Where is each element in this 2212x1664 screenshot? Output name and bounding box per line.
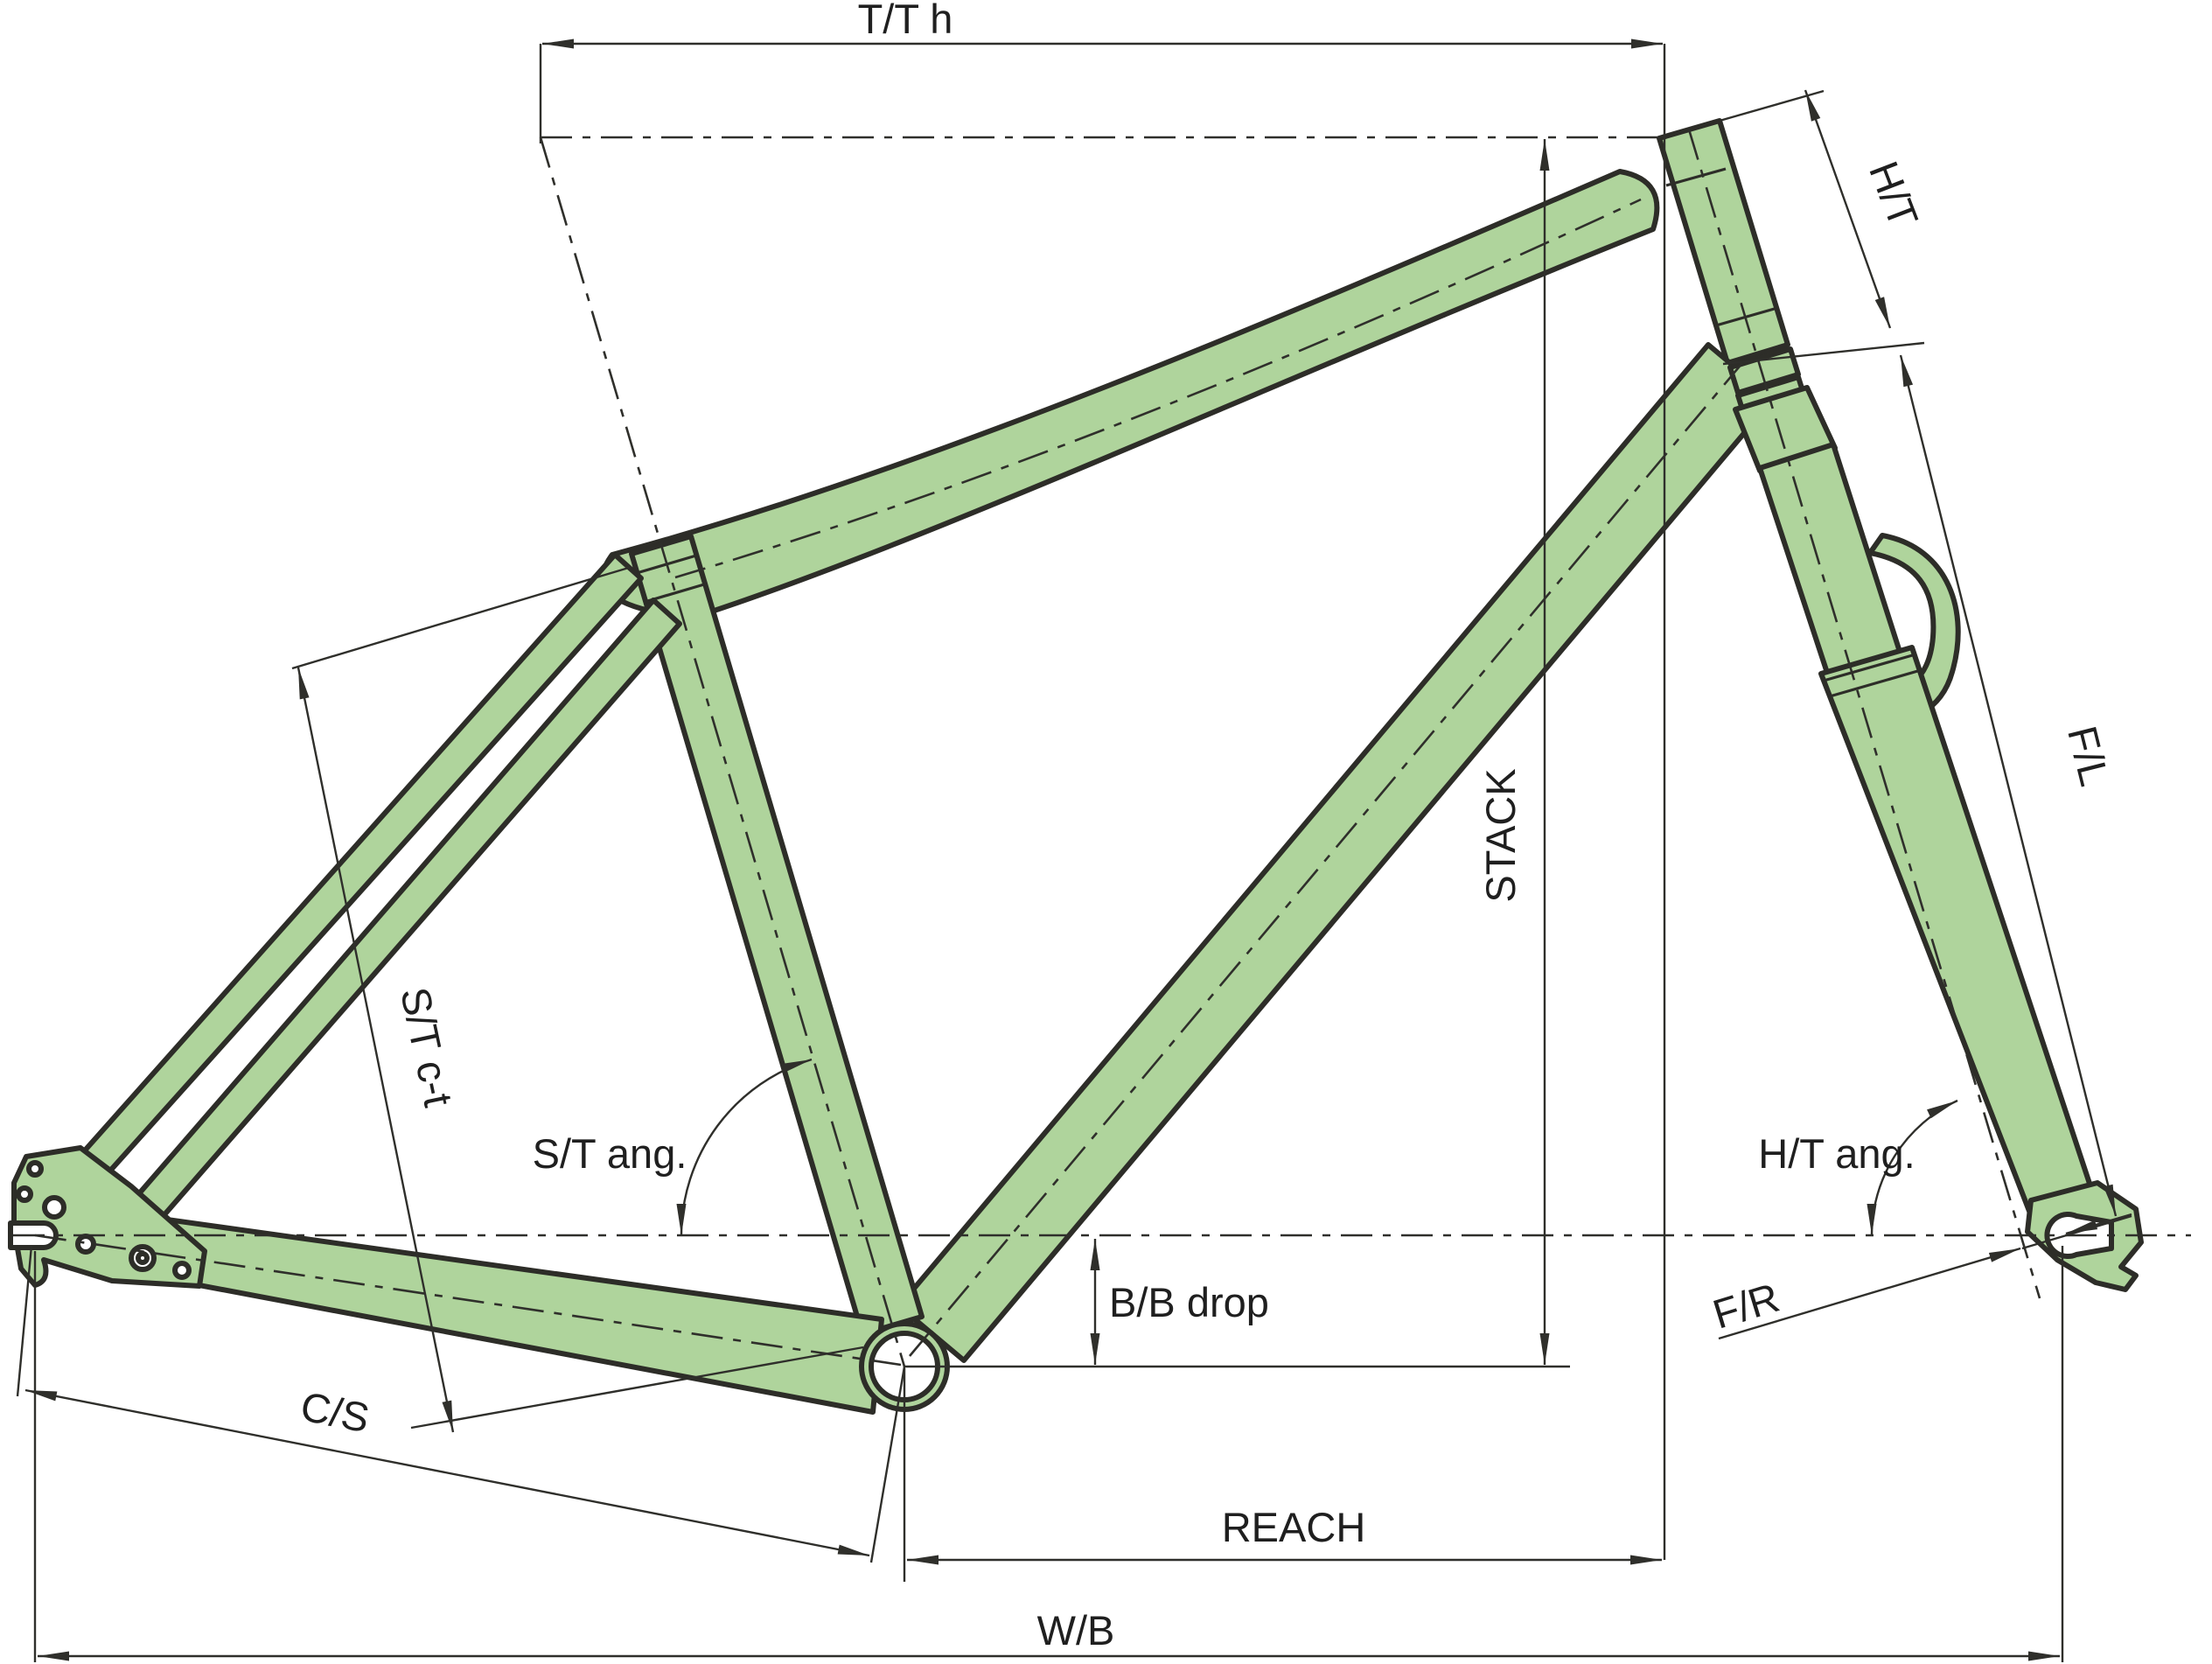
top-tube-axis (674, 198, 1642, 579)
label-fork-length: F/L (2059, 722, 2118, 791)
label-head-tube: H/T (1860, 155, 1928, 234)
label-chain-stay: C/S (297, 1382, 373, 1441)
label-bb-drop: B/B drop (1109, 1279, 1269, 1325)
chain-stay-axis (34, 1234, 902, 1367)
rear-dropout (11, 1145, 207, 1289)
dim-head-tube (1719, 89, 1925, 366)
head-tube (1657, 118, 1790, 366)
dropout-hole (16, 1185, 33, 1203)
label-stack: STACK (1477, 768, 1524, 902)
chain-stay (127, 1212, 884, 1415)
dim-fork-rake (1718, 1213, 2132, 1340)
label-seat-tube-angle: S/T ang. (533, 1130, 687, 1177)
dim-top-tube-horizontal (539, 38, 1666, 1560)
dimension-lines (16, 38, 2132, 1662)
dim-chain-stay (16, 1245, 906, 1563)
label-head-tube-angle: H/T ang. (1758, 1130, 1915, 1177)
centerlines (13, 129, 2191, 1367)
fork-stanchion (1757, 442, 1902, 678)
dropout-hole (172, 1261, 192, 1280)
steering-axis (1687, 129, 2041, 1299)
dim-stack (904, 139, 1570, 1368)
dimension-labels: T/T h H/T F/L STACK S/T c-t S/T ang. B/B… (297, 0, 2118, 1654)
dropout-hole (75, 1234, 96, 1255)
dropout-hole (136, 1251, 150, 1265)
head-tube-angle-arc (1867, 1099, 1958, 1236)
dim-seat-tube-length (291, 565, 864, 1433)
dim-wheelbase (33, 1246, 2064, 1662)
down-tube-axis (909, 362, 1743, 1357)
dropout-hole (42, 1195, 66, 1220)
label-wheelbase: W/B (1037, 1607, 1115, 1654)
dim-reach (903, 1368, 1662, 1582)
down-tube (897, 342, 1776, 1363)
seat-tube-axis (539, 136, 906, 1367)
label-top-tube-horizontal: T/T h (858, 0, 953, 42)
seat-tube-angle-arc (676, 1058, 813, 1236)
dropout-hole (26, 1160, 44, 1178)
label-reach: REACH (1222, 1504, 1366, 1550)
label-fork-rake: F/R (1707, 1274, 1784, 1338)
bike-frame-drawing (8, 118, 2144, 1415)
label-seat-tube-length: S/T c-t (392, 983, 462, 1111)
